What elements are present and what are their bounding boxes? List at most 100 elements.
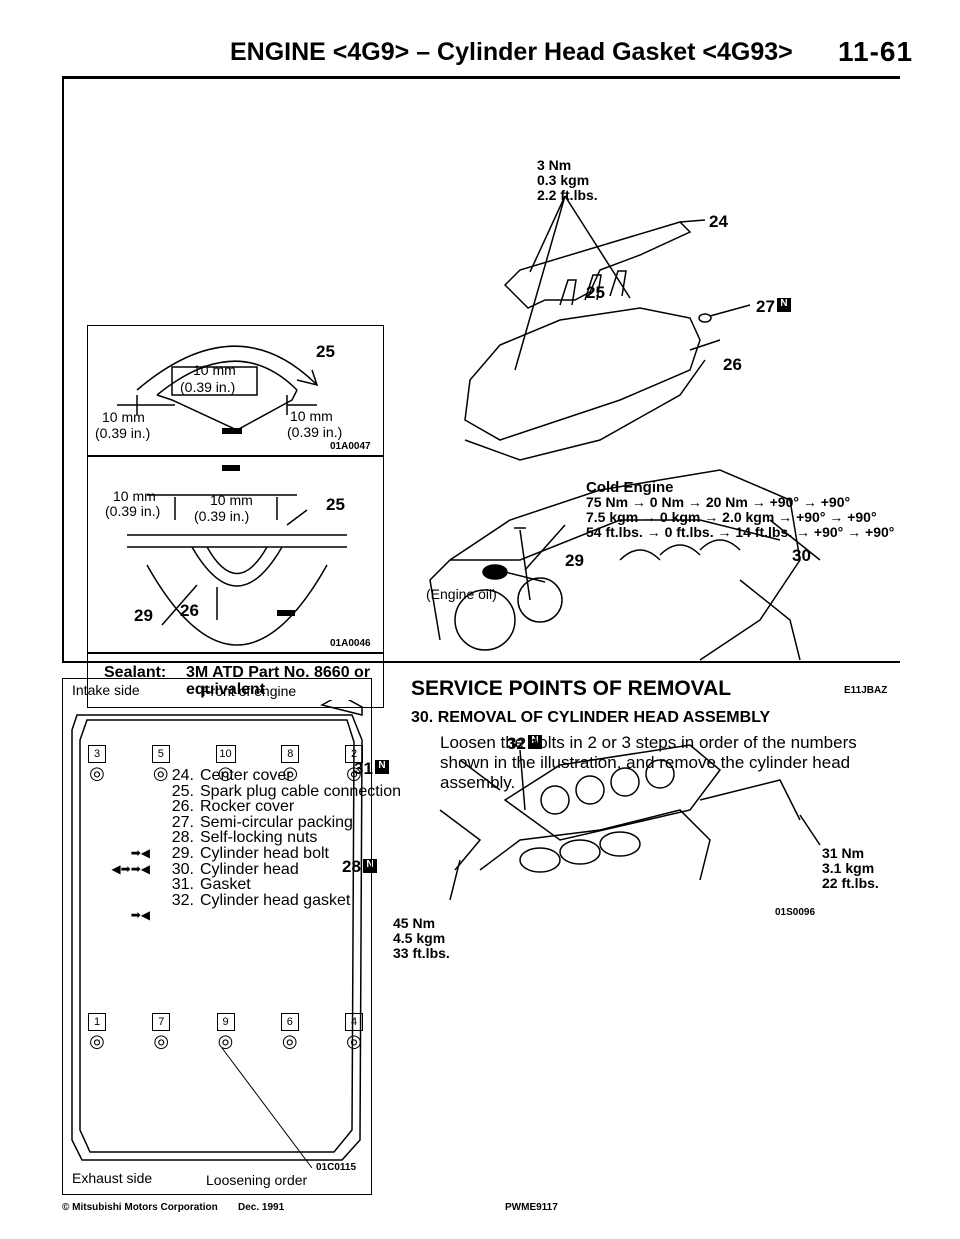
- list-item: 27.Semi-circular packing: [152, 813, 401, 831]
- torque-sequence-kgm: 7.5 kgm → 0 kgm → 2.0 kgm → +90° → +90°: [586, 509, 877, 525]
- part-name: Rocker cover: [200, 798, 295, 816]
- new-part-icon: N: [375, 760, 389, 774]
- sealant-label: Sealant:: [104, 664, 167, 681]
- part-number: 29.: [171, 844, 194, 862]
- new-part-icon: N: [363, 859, 377, 873]
- dim-left-in: (0.39 in.): [105, 503, 161, 519]
- sealant-text: 3M ATD Part No. 8660 or equivalent: [186, 664, 371, 698]
- header-rule: [62, 76, 900, 79]
- bolt-number: 4: [345, 1013, 363, 1031]
- callout-30: 30: [792, 546, 811, 565]
- inset-divider: [87, 652, 384, 654]
- list-item: 32. Cylinder head gasket: [152, 891, 401, 909]
- exploded-engine-diagram: [429, 195, 821, 661]
- bolt-icon: ◎: [282, 763, 299, 783]
- callout-24: 24: [709, 212, 728, 231]
- bolt-position: 3◎: [88, 745, 106, 784]
- part-name: Cylinder head: [200, 860, 299, 878]
- loosening-leader-line: [221, 1047, 313, 1169]
- figure-code: 01C0115: [316, 1162, 357, 1173]
- bolt-number: 8: [281, 745, 300, 763]
- gasket-dimension-inset: [87, 325, 384, 708]
- section-divider: [62, 661, 900, 663]
- torque-spec-center-cover: 3 Nm 0.3 kgm 2.2 ft.lbs.: [537, 158, 598, 203]
- inset-callout-25: 25: [326, 495, 345, 514]
- callout-28: 28: [342, 857, 361, 876]
- page-title: ENGINE <4G9> – Cylinder Head Gasket <4G9…: [230, 38, 793, 66]
- semi-circular-packing-diagram: [117, 345, 347, 646]
- intake-side-label: Intake side: [72, 682, 140, 698]
- bolt-number: 9: [216, 1013, 235, 1031]
- bolt-position: 8◎: [281, 745, 300, 784]
- part-number: 32.: [171, 891, 194, 909]
- list-item: 28.Self-locking nuts: [152, 830, 401, 846]
- part-number: 27.: [171, 813, 194, 831]
- bolt-position: 10◎: [215, 745, 236, 784]
- callout-27: 27: [756, 297, 775, 316]
- figure-code: 01A0046: [330, 638, 371, 649]
- loosening-order-diagram: [62, 678, 372, 1195]
- service-subtitle: 30. REMOVAL OF CYLINDER HEAD ASSEMBLY: [411, 709, 771, 726]
- torque-spec-cylinder-head-bolt: Cold Engine 75 Nm → 0 Nm → 20 Nm → +90° …: [586, 480, 894, 540]
- service-mark-icon: ➡◀: [130, 846, 150, 860]
- inset-callout-26: 26: [180, 601, 199, 620]
- bolt-icon: ◎: [217, 763, 234, 783]
- part-number: 31.: [171, 876, 194, 894]
- dim-right-in: (0.39 in.): [287, 424, 343, 440]
- cold-engine-title: Cold Engine: [586, 479, 674, 496]
- page-number: 11-61: [838, 36, 914, 67]
- bolt-position: 1◎: [88, 1013, 106, 1052]
- callout-32: 32: [507, 734, 526, 753]
- torque-spec-nuts: 31 Nm 3.1 kgm 22 ft.lbs.: [822, 846, 879, 891]
- dim-center-mm: 10 mm: [193, 362, 236, 378]
- new-part-icon: N: [777, 298, 791, 312]
- service-code: E11JBAZ: [844, 685, 888, 696]
- torque-ftlbs: 33 ft.lbs.: [393, 945, 450, 961]
- loosening-order-label: Loosening order: [206, 1172, 308, 1188]
- footer-copyright: © Mitsubishi Motors Corporation: [62, 1202, 218, 1213]
- inset-callout-25: 25: [316, 342, 335, 361]
- parts-list: 24.Center cover 25.Spark plug cable conn…: [152, 768, 401, 908]
- bolt-number: 10: [215, 745, 236, 763]
- figure-code: 01A0047: [330, 441, 371, 452]
- bolt-position: 4◎: [345, 1013, 363, 1052]
- bolt-position: 6◎: [280, 1013, 299, 1052]
- footer-date: Dec. 1991: [238, 1202, 285, 1213]
- bolt-icon: ◎: [153, 1031, 170, 1051]
- dim-center-mm: 10 mm: [210, 492, 253, 508]
- footer-code: PWME9117: [505, 1202, 558, 1213]
- bolt-number: 6: [280, 1013, 299, 1031]
- bolt-number: 5: [151, 745, 170, 763]
- part-name: Self-locking nuts: [200, 829, 318, 847]
- front-of-engine-label: Front of engine: [202, 683, 297, 699]
- inset-divider: [87, 455, 384, 457]
- torque-nm: 3 Nm: [537, 157, 572, 173]
- bolt-row-bottom: 1◎ 7◎ 9◎ 6◎ 4◎: [88, 1013, 363, 1052]
- bolt-position: 9◎: [216, 1013, 235, 1052]
- dim-right-mm: 10 mm: [290, 408, 333, 424]
- callout-25: 25: [586, 283, 605, 302]
- service-mark-icon: ◀➡➡◀: [111, 862, 150, 876]
- list-item: 25.Spark plug cable connection: [152, 782, 402, 800]
- torque-sequence-nm: 75 Nm → 0 Nm → 20 Nm → +90° → +90°: [586, 494, 851, 510]
- part-number: 26.: [171, 798, 194, 816]
- part-name: Cylinder head gasket: [200, 891, 351, 909]
- bolt-number: 3: [88, 745, 106, 763]
- bolt-icon: ◎: [217, 1031, 234, 1051]
- bolt-icon: ◎: [152, 763, 169, 783]
- torque-ftlbs: 22 ft.lbs.: [822, 875, 879, 891]
- bolt-row-top: 3◎ 5◎ 10◎ 8◎ 2◎: [88, 745, 363, 784]
- bolt-icon: ◎: [89, 763, 105, 783]
- torque-sequence-ftlbs: 54 ft.lbs. → 0 ft.lbs. → 14 ft.lbs. → +9…: [586, 524, 895, 540]
- list-item: 31. Gasket: [152, 877, 401, 893]
- bolt-position: 5◎: [151, 745, 170, 784]
- bolt-icon: ◎: [346, 1031, 362, 1051]
- service-points-title: SERVICE POINTS OF REMOVAL: [411, 677, 732, 700]
- list-item: 30.Cylinder head: [152, 860, 401, 878]
- new-part-icon: N: [528, 735, 542, 749]
- part-name: Spark plug cable connection: [200, 782, 402, 800]
- figure-code: 01S0096: [775, 907, 816, 918]
- inset-callout-29: 29: [134, 606, 153, 625]
- part-name: Gasket: [200, 876, 251, 894]
- list-item: 24.Center cover: [152, 768, 401, 784]
